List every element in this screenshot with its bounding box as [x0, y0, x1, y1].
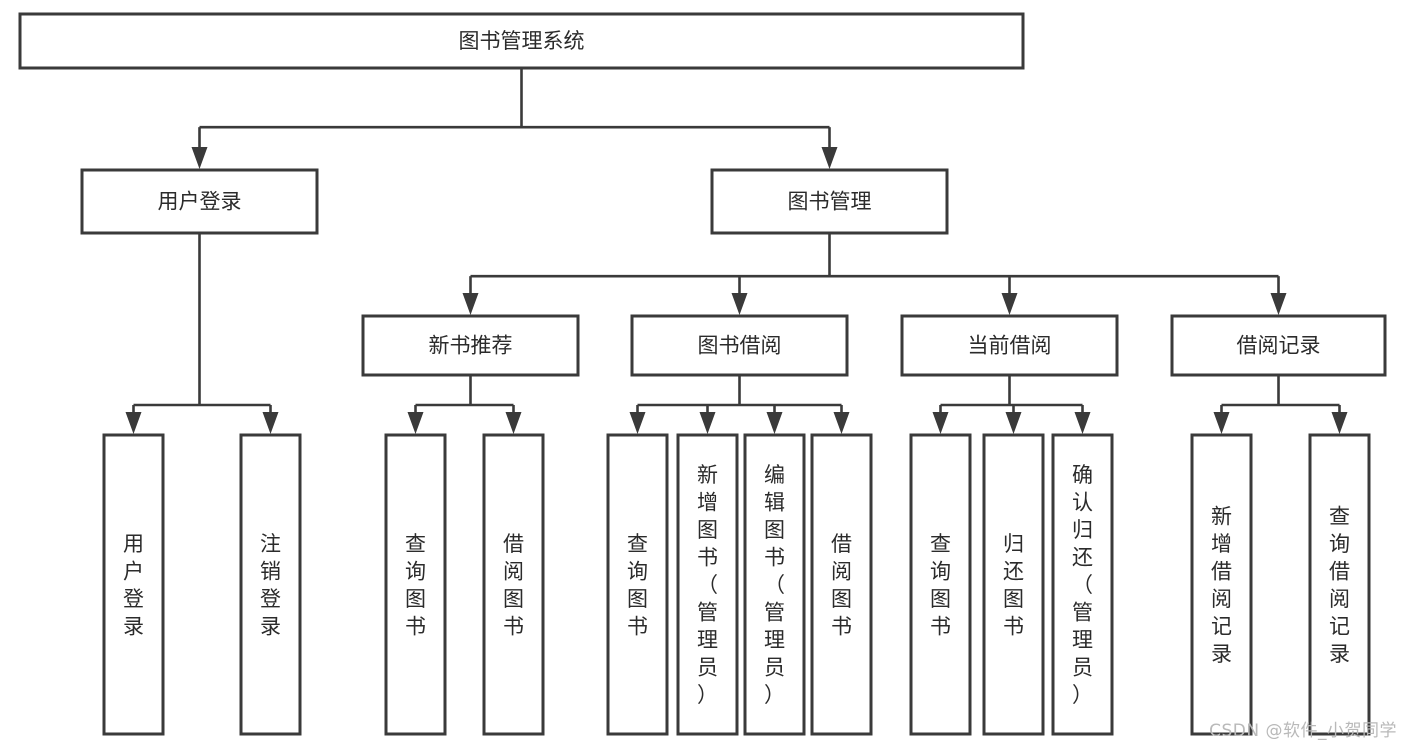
node-box — [239, 433, 302, 736]
node-box — [810, 433, 873, 736]
node-label: 借阅图书 — [831, 532, 852, 639]
flow-node-leaf-query-book-1[interactable]: 查询图书 — [384, 433, 447, 736]
node-box — [1190, 433, 1253, 736]
flow-node-newbook[interactable]: 新书推荐 — [361, 314, 580, 377]
node-box — [630, 314, 849, 377]
flow-node-leaf-borrow-book-1[interactable]: 借阅图书 — [482, 433, 545, 736]
edge-layer — [125, 68, 1348, 434]
node-label: 新增借阅记录 — [1211, 504, 1232, 666]
edge-arrowhead — [1213, 412, 1230, 434]
edge-arrowhead — [766, 412, 783, 434]
flow-node-current[interactable]: 当前借阅 — [900, 314, 1119, 377]
node-box — [710, 168, 949, 235]
node-label: 查询图书 — [930, 532, 951, 639]
flow-node-bookmgmt[interactable]: 图书管理 — [710, 168, 949, 235]
flow-node-leaf-query-book-3[interactable]: 查询图书 — [909, 433, 972, 736]
flow-node-leaf-user-logout[interactable]: 注销登录 — [239, 433, 302, 736]
node-box — [676, 433, 739, 736]
flow-node-leaf-user-login[interactable]: 用户登录 — [102, 433, 165, 736]
edge-arrowhead — [462, 293, 479, 315]
flow-node-leaf-add-record[interactable]: 新增借阅记录 — [1190, 433, 1253, 736]
node-box — [1051, 433, 1114, 736]
node-label: 编辑图书（管理员） — [764, 463, 785, 707]
node-box — [606, 433, 669, 736]
flow-node-record[interactable]: 借阅记录 — [1170, 314, 1387, 377]
node-box — [909, 433, 972, 736]
flow-node-root[interactable]: 图书管理系统 — [18, 12, 1025, 70]
node-box — [102, 433, 165, 736]
node-box — [80, 168, 319, 235]
node-box — [482, 433, 545, 736]
edge-arrowhead — [821, 147, 838, 169]
flow-node-leaf-return-book[interactable]: 归还图书 — [982, 433, 1045, 736]
edge-arrowhead — [407, 412, 424, 434]
node-label: 查询借阅记录 — [1329, 504, 1350, 666]
node-box — [900, 314, 1119, 377]
node-box — [18, 12, 1025, 70]
edge-arrowhead — [731, 293, 748, 315]
node-box — [1170, 314, 1387, 377]
flow-node-borrow[interactable]: 图书借阅 — [630, 314, 849, 377]
node-box — [384, 433, 447, 736]
edge-arrowhead — [833, 412, 850, 434]
edge-arrowhead — [505, 412, 522, 434]
node-label: 注销登录 — [260, 532, 281, 639]
edge-arrowhead — [932, 412, 949, 434]
flow-node-leaf-borrow-book-2[interactable]: 借阅图书 — [810, 433, 873, 736]
flow-node-leaf-confirm-return[interactable]: 确认归还（管理员） — [1051, 433, 1114, 736]
node-layer: 图书管理系统用户登录图书管理新书推荐图书借阅当前借阅借阅记录用户登录注销登录查询… — [18, 12, 1387, 736]
node-label: 借阅记录 — [1237, 334, 1321, 358]
flow-node-leaf-edit-book[interactable]: 编辑图书（管理员） — [743, 433, 806, 736]
edge-arrowhead — [1005, 412, 1022, 434]
node-label: 查询图书 — [405, 532, 426, 639]
edge-arrowhead — [629, 412, 646, 434]
node-label: 新书推荐 — [429, 334, 513, 358]
node-label: 确认归还（管理员） — [1072, 463, 1093, 707]
flow-node-leaf-query-book-2[interactable]: 查询图书 — [606, 433, 669, 736]
node-label: 用户登录 — [158, 190, 242, 214]
flow-node-leaf-add-book[interactable]: 新增图书（管理员） — [676, 433, 739, 736]
node-label: 图书管理系统 — [459, 29, 585, 53]
node-box — [361, 314, 580, 377]
node-box — [743, 433, 806, 736]
node-box — [982, 433, 1045, 736]
csdn-watermark: CSDN @软件_小贺同学 — [1209, 721, 1397, 741]
node-label: 用户登录 — [123, 532, 144, 639]
node-box — [1308, 433, 1371, 736]
edge-arrowhead — [699, 412, 716, 434]
edge-arrowhead — [1074, 412, 1091, 434]
edge-arrowhead — [191, 147, 208, 169]
node-label: 图书管理 — [788, 190, 872, 214]
edge-arrowhead — [1001, 293, 1018, 315]
edge-arrowhead — [125, 412, 142, 434]
node-label: 借阅图书 — [503, 532, 524, 639]
node-label: 图书借阅 — [698, 334, 782, 358]
node-label: 当前借阅 — [968, 334, 1052, 358]
edge-arrowhead — [1270, 293, 1287, 315]
node-label: 归还图书 — [1003, 532, 1024, 639]
flow-node-leaf-query-record[interactable]: 查询借阅记录 — [1308, 433, 1371, 736]
flow-node-login[interactable]: 用户登录 — [80, 168, 319, 235]
edge-arrowhead — [262, 412, 279, 434]
node-label: 新增图书（管理员） — [697, 463, 718, 707]
edge-arrowhead — [1331, 412, 1348, 434]
node-label: 查询图书 — [627, 532, 648, 639]
